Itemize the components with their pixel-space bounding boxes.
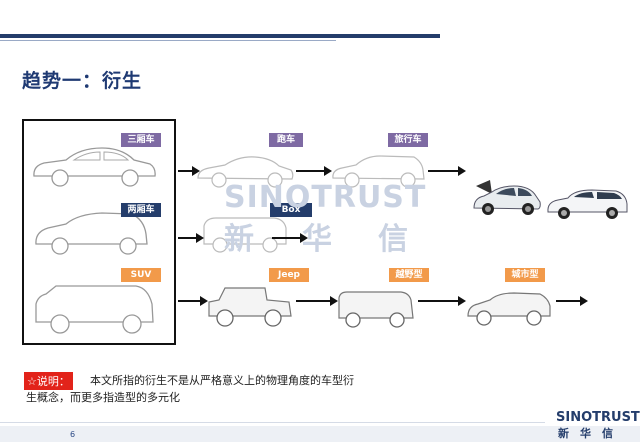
tag-box: Box: [270, 203, 312, 217]
flow-arrow: [178, 166, 200, 176]
tag-suv: SUV: [121, 268, 161, 282]
tag-sedan: 三厢车: [121, 133, 161, 147]
watermark-text: SINOTRUST: [224, 180, 427, 215]
flow-arrow: [296, 166, 332, 176]
header-rule: [0, 40, 336, 41]
watermark-char: 华: [302, 222, 332, 257]
footer-logo-cn: 新华信: [558, 427, 624, 440]
tag-jeep: Jeep: [269, 268, 309, 282]
offroad-sketch: [338, 291, 414, 328]
tag-wagon: 旅行车: [388, 133, 428, 147]
page-number: 6: [70, 430, 76, 439]
header-bar: [0, 34, 440, 38]
box-sketch: [203, 217, 287, 253]
footer-logo-text: SINOTRUST: [556, 410, 640, 425]
footer-rule: [0, 422, 545, 423]
tag-hatchback: 两厢车: [121, 203, 161, 217]
flow-arrow: [178, 233, 204, 243]
wagon-sketch: [332, 155, 425, 188]
flow-arrow: [178, 296, 208, 306]
watermark-char: 信: [378, 222, 408, 257]
tag-roadster: 跑车: [269, 133, 303, 147]
flow-arrow: [418, 296, 466, 306]
flow-arrow: [272, 233, 308, 243]
jeep-sketch: [208, 287, 292, 327]
roadster-sketch: [197, 156, 294, 188]
wagon-photo: [547, 189, 628, 219]
watermark-char: 新: [224, 222, 254, 257]
wagon-photo: [473, 180, 541, 215]
hatchback-sketch: [35, 212, 148, 255]
note-text: 生概念，而更多指造型的多元化: [26, 391, 180, 404]
flow-arrow: [556, 296, 588, 306]
note-label: ☆说明：: [24, 372, 73, 390]
tag-offroad: 越野型: [389, 268, 429, 282]
suv-sketch: [35, 285, 154, 334]
footer-bar: [0, 426, 640, 442]
base-models-frame: [22, 119, 176, 345]
sedan-sketch: [33, 147, 156, 187]
note-text: 本文所指的衍生不是从严格意义上的物理角度的车型衍: [90, 374, 354, 387]
flow-arrow: [428, 166, 466, 176]
slide-title: 趋势一：衍生: [22, 70, 143, 92]
tag-urban: 城市型: [505, 268, 545, 282]
flow-arrow: [296, 296, 338, 306]
urban-suv-sketch: [467, 292, 551, 326]
